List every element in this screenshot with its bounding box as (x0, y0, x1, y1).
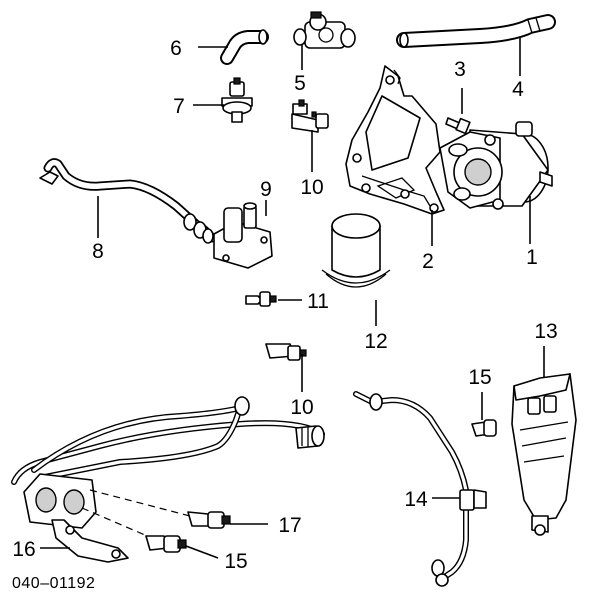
part-4-hose (396, 14, 556, 48)
part-9-valve (213, 202, 273, 269)
reference-code: 040–01192 (12, 575, 95, 592)
callout-11: 11 (307, 290, 329, 313)
callout-3: 3 (454, 58, 466, 81)
leader-lines (40, 38, 545, 559)
part-2-bracket (345, 65, 445, 215)
part-1-air-pump (439, 121, 553, 210)
callout-10-upper: 10 (300, 176, 323, 199)
callout-14: 14 (404, 488, 428, 511)
callout-15-upper: 15 (468, 366, 491, 389)
part-7-sensor (221, 77, 253, 123)
callout-5: 5 (294, 72, 306, 95)
part-15-lower-sensor (145, 535, 187, 553)
callout-2: 2 (422, 250, 434, 273)
part-16-manifold (23, 473, 129, 563)
part-12-canister (321, 213, 391, 288)
part-15-upper-sensor (471, 419, 497, 437)
part-10-lower-connector (265, 343, 307, 361)
part-5-valve (293, 11, 356, 49)
callout-13: 13 (534, 320, 557, 343)
callout-17: 17 (278, 514, 301, 537)
callout-9: 9 (260, 178, 272, 201)
part-14-pipe (353, 391, 487, 587)
part-11-sensor (245, 291, 277, 307)
part-13-canister (511, 373, 577, 536)
part-17-sensor (187, 511, 231, 529)
callout-12: 12 (364, 330, 387, 353)
leader-dashed-15 (81, 507, 153, 539)
callout-10-lower: 10 (290, 396, 313, 419)
pipe-lines-left (11, 396, 325, 485)
callout-7: 7 (173, 95, 185, 118)
callout-1: 1 (526, 246, 538, 269)
part-10-upper-connector (291, 99, 329, 133)
callout-8: 8 (92, 240, 104, 263)
callout-4: 4 (512, 78, 524, 101)
leader-dashed-17 (89, 489, 191, 517)
part-6-elbow-hose (220, 29, 269, 65)
callout-15-lower: 15 (224, 550, 247, 573)
callout-16: 16 (12, 538, 35, 561)
part-8-hose (39, 158, 217, 244)
part-3-bolt (445, 117, 471, 135)
callout-6: 6 (170, 37, 182, 60)
